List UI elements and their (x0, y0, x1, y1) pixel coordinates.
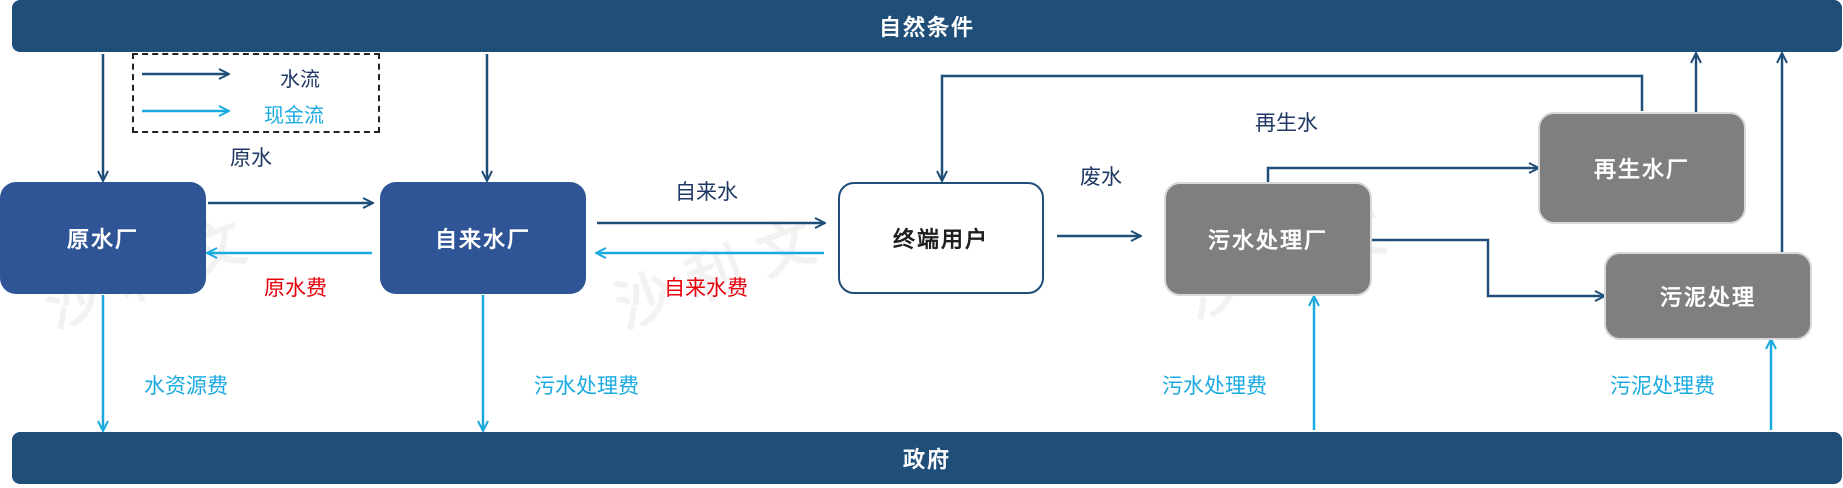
node-raw-water-plant: 原水厂 (0, 182, 206, 294)
arrow-recycled-user (942, 74, 1644, 180)
label-sewage-fee-right: 污水处理费 (1162, 374, 1267, 398)
label-tap-fee: 自来水费 (664, 276, 748, 300)
arrow-sewage-recycled (1266, 168, 1538, 183)
node-recycled-plant: 再生水厂 (1538, 112, 1746, 224)
government-bar: 政府 (12, 432, 1842, 484)
nature-bar: 自然条件 (12, 0, 1842, 52)
label-recycled-water: 再生水 (1255, 111, 1318, 135)
legend: 水流 现金流 (132, 53, 380, 133)
node-sludge: 污泥处理 (1604, 252, 1812, 340)
label-sewage-fee-left: 污水处理费 (534, 374, 639, 398)
legend-water-label: 水流 (280, 67, 320, 91)
node-end-user: 终端用户 (838, 182, 1044, 294)
label-raw-fee: 原水费 (264, 276, 327, 300)
label-sludge-fee: 污泥处理费 (1610, 374, 1715, 398)
label-tap-water: 自来水 (675, 180, 738, 204)
legend-cash-label: 现金流 (264, 103, 324, 127)
arrow-sewage-sludge (1370, 238, 1604, 296)
label-resource-fee: 水资源费 (144, 374, 228, 398)
label-waste-water: 废水 (1080, 165, 1122, 189)
node-sewage-plant: 污水处理厂 (1164, 182, 1372, 296)
node-tap-water-plant: 自来水厂 (380, 182, 586, 294)
label-raw-water: 原水 (230, 146, 272, 170)
